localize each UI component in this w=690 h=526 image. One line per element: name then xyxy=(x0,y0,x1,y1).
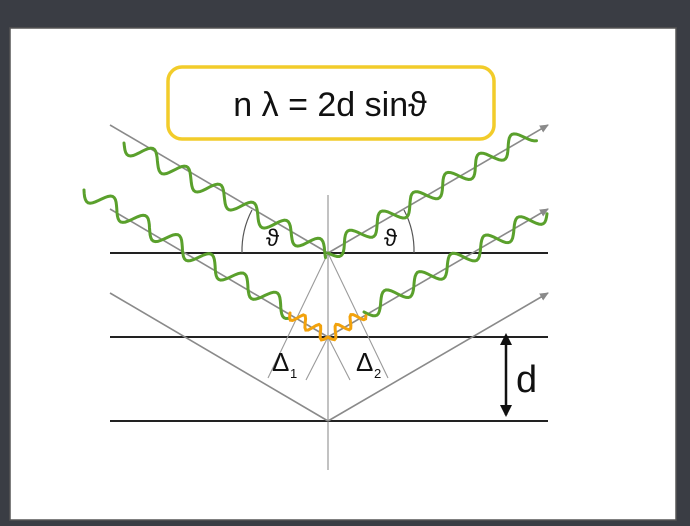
theta-arc-left xyxy=(241,209,253,254)
delta2-label: Δ 2 xyxy=(356,347,381,381)
delta2-symbol: Δ xyxy=(356,347,373,377)
perpendicular-left xyxy=(267,252,329,379)
theta-left-label: ϑ xyxy=(266,225,279,252)
reflected-wave-1 xyxy=(326,132,538,258)
delta2-subscript: 2 xyxy=(374,366,381,381)
delta2-tick xyxy=(327,336,351,381)
path-difference-right xyxy=(326,313,368,342)
theta-arc-right xyxy=(403,209,415,254)
formula: n λ = 2d sinϑ xyxy=(233,86,427,124)
delta1-symbol: Δ xyxy=(272,347,289,377)
reflected-ray-1 xyxy=(327,124,549,254)
delta1-tick xyxy=(305,336,329,381)
spacing-label: d xyxy=(516,359,537,401)
incident-wave-2 xyxy=(82,188,290,321)
rays xyxy=(109,124,549,422)
incident-ray-2 xyxy=(109,208,329,338)
waves xyxy=(82,132,549,342)
theta-right-label: ϑ xyxy=(384,225,397,252)
delta1-label: Δ 1 xyxy=(272,347,297,381)
reflected-ray-3 xyxy=(327,292,549,422)
reflected-wave-2 xyxy=(362,212,549,318)
incident-wave-1 xyxy=(122,141,327,260)
delta1-subscript: 1 xyxy=(290,366,297,381)
formula-box xyxy=(166,65,496,141)
incident-ray-3 xyxy=(109,292,329,422)
path-difference-left xyxy=(288,311,330,342)
